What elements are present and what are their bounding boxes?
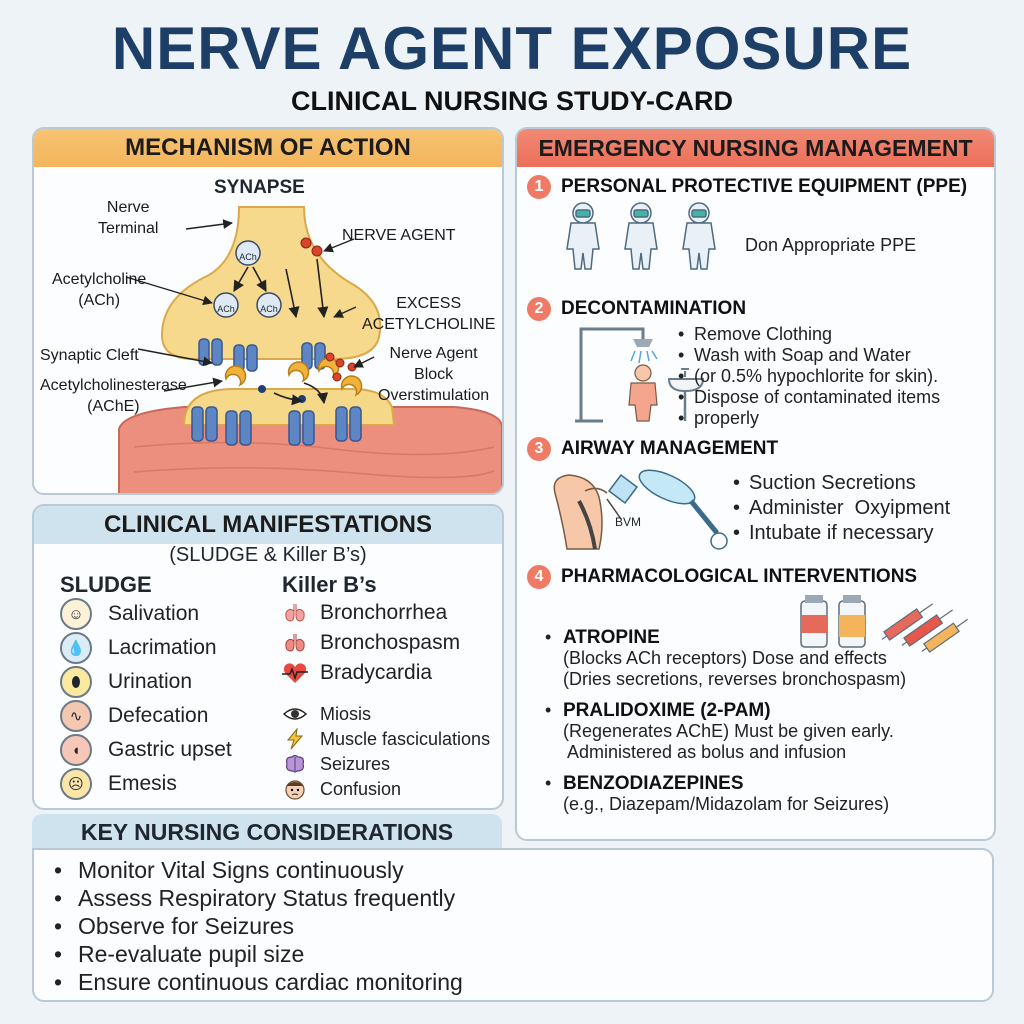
drug-detail: (Dries secretions, reverses bronchospasm… [563, 669, 907, 689]
drug-name: BENZODIAZEPINES [563, 773, 744, 794]
ach-molecule-label: ACh [260, 304, 278, 314]
drug-item: PRALIDOXIME (2-PAM) (Regenerates AChE) M… [545, 700, 906, 763]
emergency-heading: EMERGENCY NURSING MANAGEMENT [517, 129, 994, 167]
lungs-icon [282, 630, 308, 656]
page-title: NERVE AGENT EXPOSURE [111, 15, 913, 82]
drug-item: BENZODIAZEPINES (e.g., Diazepam/Midazola… [545, 773, 906, 815]
eye-icon [282, 701, 308, 727]
killer-b-item: Bronchospasm [282, 630, 460, 656]
nerve-terminal-label: Nerve Terminal [98, 199, 159, 237]
list-item: Re-evaluate pupil size [54, 940, 463, 968]
step-title: DECONTAMINATION [561, 298, 747, 319]
synaptic-cleft-label: Synaptic Cleft [40, 347, 139, 364]
list-item: Intubate if necessary [733, 521, 950, 546]
acetylcholine-label: Acetylcholine (ACh) [52, 271, 147, 309]
face-icon: ☺ [60, 598, 92, 630]
step-title: AIRWAY MANAGEMENT [561, 438, 779, 459]
tears-icon: 💧 [60, 632, 92, 664]
heart-ecg-icon [282, 660, 308, 686]
clinical-heading: CLINICAL MANIFESTATIONS [34, 506, 502, 544]
killer-bs-title: Killer B’s [282, 572, 377, 597]
sludge-item: ⬮ Urination [60, 666, 192, 698]
nerve-agent-label: NERVE AGENT [342, 227, 456, 244]
step-title: PERSONAL PROTECTIVE EQUIPMENT (PPE) [561, 176, 968, 197]
key-heading: KEY NURSING CONSIDERATIONS [80, 818, 454, 845]
drug-name: PRALIDOXIME (2-PAM) [563, 700, 771, 721]
decontamination-list: Remove Clothing Wash with Soap and Water… [678, 324, 940, 429]
sludge-item: ☺ Salivation [60, 598, 199, 630]
excess-ach-label: EXCESS ACETYLCHOLINE [362, 295, 496, 333]
list-item: Dispose of contaminated items [678, 387, 940, 408]
nerve-agent-block-label: Nerve Agent Block Overstimulation [378, 345, 490, 404]
step-number-badge: 4 [527, 565, 551, 589]
other-sign-item: Confusion [282, 776, 401, 802]
sludge-item: ∿ Defecation [60, 700, 208, 732]
drug-item: ATROPINE (Blocks ACh receptors) Dose and… [545, 627, 906, 690]
drug-detail: Administered as bolus and infusion [563, 742, 847, 762]
other-sign-item: Muscle fasciculations [282, 726, 490, 752]
list-item: Suction Secretions [733, 471, 950, 496]
drug-detail: (Regenerates AChE) Must be given early. [563, 721, 894, 741]
confused-face-icon [282, 776, 308, 802]
killer-b-item: Bronchorrhea [282, 600, 447, 626]
killer-b-item: Bradycardia [282, 660, 432, 686]
lightning-icon [282, 726, 308, 752]
bladder-icon: ⬮ [60, 666, 92, 698]
vomit-icon: ☹ [60, 768, 92, 800]
lungs-icon [282, 600, 308, 626]
brain-icon [282, 751, 308, 777]
bvm-label: BVM [615, 515, 642, 529]
sludge-title: SLUDGE [60, 572, 152, 597]
list-item: Wash with Soap and Water [678, 345, 940, 366]
page-subtitle: CLINICAL NURSING STUDY-CARD [290, 86, 733, 116]
sludge-item: ◖ Gastric upset [60, 734, 232, 766]
ach-molecule-label: ACh [239, 252, 257, 262]
list-item: Administer Oxyipment [733, 496, 950, 521]
clinical-panel: CLINICAL MANIFESTATIONS (SLUDGE & Killer… [32, 504, 504, 810]
emergency-panel: EMERGENCY NURSING MANAGEMENT 1 PERSONAL … [515, 127, 996, 841]
drug-list: ATROPINE (Blocks ACh receptors) Dose and… [545, 627, 906, 815]
ppe-instruction: Don Appropriate PPE [745, 235, 917, 255]
airway-list: Suction Secretions Administer Oxyipment … [733, 471, 950, 546]
ach-molecule-label: ACh [217, 304, 235, 314]
mechanism-heading: MECHANISM OF ACTION [34, 129, 502, 167]
sludge-item: 💧 Lacrimation [60, 632, 217, 664]
list-item: properly [678, 408, 940, 429]
list-item: Remove Clothing [678, 324, 940, 345]
other-sign-item: Miosis [282, 701, 371, 727]
drug-detail: (e.g., Diazepam/Midazolam for Seizures) [563, 794, 890, 814]
key-heading-bar: KEY NURSING CONSIDERATIONS [32, 814, 502, 850]
step-title: PHARMACOLOGICAL INTERVENTIONS [561, 566, 918, 587]
key-list: Monitor Vital Signs continuously Assess … [54, 856, 463, 996]
drug-name: ATROPINE [563, 627, 660, 648]
step-number-badge: 3 [527, 437, 551, 461]
bag-valve-mask-icon [553, 469, 728, 550]
stomach-icon: ◖ [60, 734, 92, 766]
ach-vesicles [213, 240, 282, 318]
mechanism-panel: MECHANISM OF ACTION [32, 127, 504, 495]
step-number-badge: 2 [527, 297, 551, 321]
ache-label: Acetylcholinesterase (AChE) [40, 377, 187, 415]
list-item: Monitor Vital Signs continuously [54, 856, 463, 884]
intestine-icon: ∿ [60, 700, 92, 732]
key-panel: Monitor Vital Signs continuously Assess … [32, 848, 994, 1002]
synapse-title: SYNAPSE [214, 177, 305, 198]
drug-detail: (Blocks ACh receptors) Dose and effects [563, 648, 887, 668]
step-number-badge: 1 [527, 175, 551, 199]
other-sign-item: Seizures [282, 751, 390, 777]
ppe-suits-icon [566, 202, 716, 270]
sludge-item: ☹ Emesis [60, 768, 177, 800]
list-item: Assess Respiratory Status frequently [54, 884, 463, 912]
synapse-diagram [118, 206, 502, 493]
clinical-subheading: (SLUDGE & Killer B’s) [169, 544, 367, 566]
list-item: Observe for Seizures [54, 912, 463, 940]
list-item: (or 0.5% hypochlorite for skin). [678, 366, 940, 387]
list-item: Ensure continuous cardiac monitoring [54, 968, 463, 996]
